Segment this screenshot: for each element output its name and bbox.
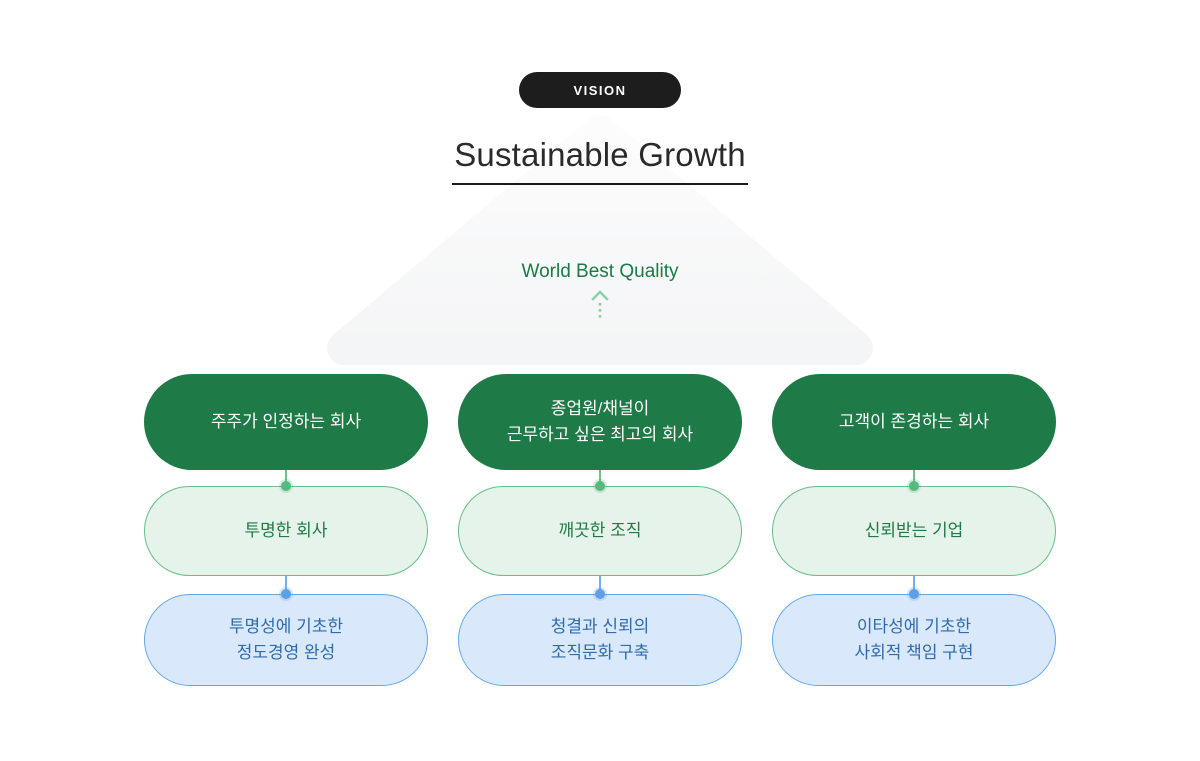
connector-green <box>281 470 291 491</box>
vision-badge: VISION <box>519 72 681 108</box>
vision-pill: 고객이 존경하는 회사 <box>772 374 1056 470</box>
goal-pill: 투명한 회사 <box>144 486 428 576</box>
strategy-pill: 투명성에 기초한 정도경영 완성 <box>144 594 428 686</box>
connector-dot-green <box>595 481 605 491</box>
vision-pill: 주주가 인정하는 회사 <box>144 374 428 470</box>
strategy-pill: 청결과 신뢰의 조직문화 구축 <box>458 594 742 686</box>
connector-dot-blue <box>281 589 291 599</box>
column-customers: 고객이 존경하는 회사 신뢰받는 기업 이타성에 기초한 사회적 책임 구현 <box>772 374 1056 686</box>
page-title: Sustainable Growth <box>452 136 748 185</box>
column-employees: 종업원/채널이 근무하고 싶은 최고의 회사 깨끗한 조직 청결과 신뢰의 조직… <box>458 374 742 686</box>
vision-columns: 주주가 인정하는 회사 투명한 회사 투명성에 기초한 정도경영 완성 종업원/… <box>144 374 1056 686</box>
core-value-label: World Best Quality <box>521 261 679 282</box>
goal-pill: 깨끗한 조직 <box>458 486 742 576</box>
connector-green <box>909 470 919 491</box>
connector-dot-blue <box>595 589 605 599</box>
connector-blue <box>281 576 291 599</box>
connector-dot-green <box>909 481 919 491</box>
vision-pill: 종업원/채널이 근무하고 싶은 최고의 회사 <box>458 374 742 470</box>
strategy-pill: 이타성에 기초한 사회적 책임 구현 <box>772 594 1056 686</box>
connector-blue <box>595 576 605 599</box>
column-shareholders: 주주가 인정하는 회사 투명한 회사 투명성에 기초한 정도경영 완성 <box>144 374 428 686</box>
vision-badge-label: VISION <box>573 82 627 98</box>
goal-pill: 신뢰받는 기업 <box>772 486 1056 576</box>
connector-dot-green <box>281 481 291 491</box>
connector-green <box>595 470 605 491</box>
connector-blue <box>909 576 919 599</box>
connector-dot-blue <box>909 589 919 599</box>
arrow-up-icon <box>0 290 1200 320</box>
